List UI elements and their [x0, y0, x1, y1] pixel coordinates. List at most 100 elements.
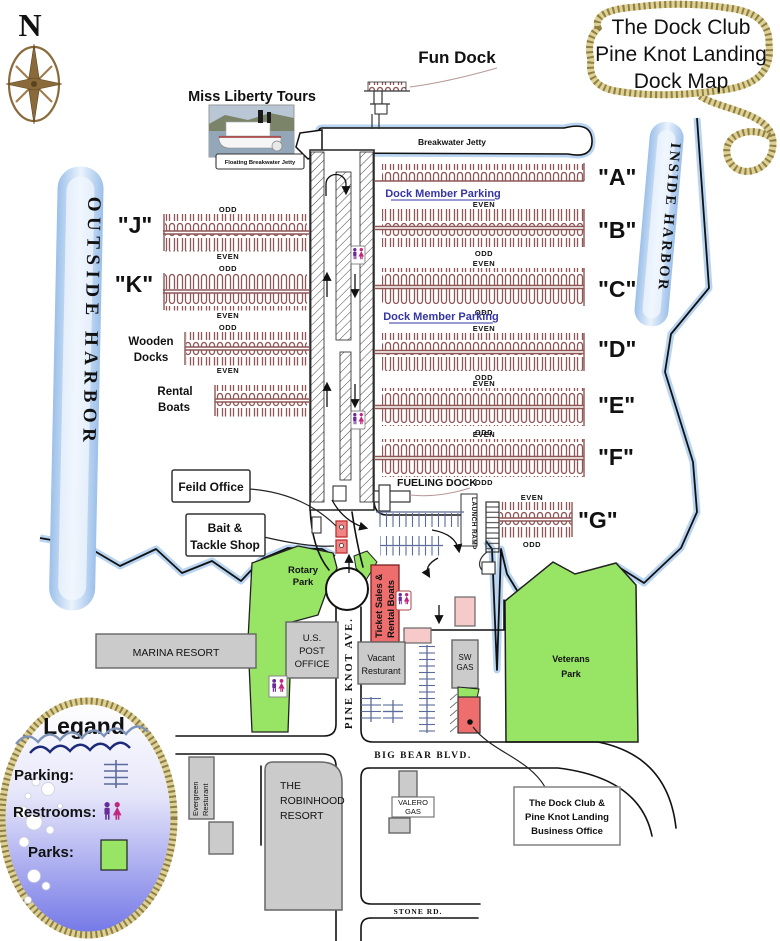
dock-g-even: EVEN	[521, 493, 543, 502]
legend-parks-label: Parks:	[28, 844, 74, 861]
sw-gas-label: SW	[459, 653, 472, 662]
pine-knot-ave-label: PINE KNOT AVE.	[344, 617, 355, 729]
dock-g-odd: ODD	[523, 540, 541, 549]
dock-b-label: "B"	[598, 217, 636, 243]
robinhood-label2: ROBINHOOD	[280, 795, 345, 807]
dock-b-odd: ODD	[475, 249, 493, 258]
pink-building-1	[454, 596, 476, 627]
parking-rows	[361, 511, 464, 733]
dock-f: EVEN ODD "F"	[374, 430, 634, 487]
fueling-dock-label: FUELING DOCK	[397, 477, 477, 489]
dock-e-odd: ODD	[475, 428, 493, 437]
dock-g: EVEN ODD "G"	[499, 493, 618, 549]
map-title-line1: The Dock Club	[612, 16, 751, 39]
field-office-callout: Feild Office	[171, 469, 251, 503]
ticket-sales-label: Ticket Sales &	[374, 574, 385, 638]
dock-k-odd: ODD	[219, 264, 237, 273]
pier-buildings	[335, 520, 348, 554]
dock-j-even: EVEN	[217, 252, 239, 261]
sw-gas-label2: GAS	[457, 663, 474, 672]
wooden-docks-label2: Docks	[134, 352, 169, 364]
veterans-park: Veterans Park	[504, 561, 639, 743]
compass-rose-icon: N	[5, 7, 63, 125]
member-parking-1: Dock Member Parking	[385, 188, 501, 200]
main-pier	[309, 149, 375, 534]
business-office-label2: Pine Knot Landing	[525, 812, 609, 823]
dock-b-even: EVEN	[473, 200, 495, 209]
rotary-park-label2: Park	[293, 577, 314, 588]
dock-b: EVEN ODD "B"	[374, 200, 636, 258]
dock-j-label: "J"	[118, 212, 153, 238]
outside-harbor-band: OUTSIDE HARBOR	[49, 166, 104, 611]
bait-tackle-label: Bait &	[208, 521, 243, 535]
vacant-restaurant: Vacant Resturant	[357, 641, 406, 685]
map-title-line3: Dock Map	[634, 70, 729, 93]
title-panel: The Dock Club Pine Knot Landing Dock Map	[586, 0, 773, 99]
dock-g-label: "G"	[578, 507, 618, 533]
business-office-building	[449, 686, 481, 734]
dock-k-even: EVEN	[217, 311, 239, 320]
launch-ramp: LAUNCH RAMP	[460, 493, 500, 575]
valero-gas: VALERO GAS	[388, 770, 435, 834]
breakwater-jetty-label: Breakwater Jetty	[418, 137, 486, 147]
robinhood-label3: RESORT	[280, 810, 324, 822]
launch-ramp-label: LAUNCH RAMP	[470, 497, 477, 550]
lot-arrow-2	[421, 557, 439, 578]
business-office-callout: The Dock Club & Pine Knot Landing Busine…	[513, 786, 621, 846]
legend-parking-icon	[104, 760, 128, 788]
dock-d-even: EVEN	[473, 324, 495, 333]
legend-restrooms-label: Restrooms:	[13, 804, 96, 821]
dock-c-label: "C"	[598, 276, 636, 302]
wooden-odd: ODD	[219, 323, 237, 332]
dock-d: EVEN ODD "D"	[374, 324, 636, 382]
wooden-docks-label: Wooden	[128, 336, 173, 348]
dock-f-odd: ODD	[475, 478, 493, 487]
business-office-leader	[472, 726, 546, 788]
pier-restroom-icon-1	[350, 245, 366, 265]
wooden-even: EVEN	[217, 366, 239, 375]
robinhood-resort: THE ROBINHOOD RESORT	[264, 761, 345, 911]
post-office-label: U.S.	[303, 633, 321, 644]
veterans-park-label: Veterans	[552, 654, 590, 664]
ticket-restroom-icon	[395, 590, 412, 611]
pier-restroom-icon-2	[350, 410, 366, 430]
dock-e: EVEN ODD "E"	[374, 379, 635, 437]
wooden-docks: ODD EVEN Wooden Docks	[128, 323, 310, 375]
valero-label2: GAS	[405, 807, 421, 816]
floating-jetty-tag: Floating Breakwater Jetty	[215, 153, 305, 170]
business-office-dot	[467, 719, 473, 725]
bait-tackle-leader	[263, 536, 335, 547]
roundabout	[325, 567, 369, 611]
bait-tackle-callout: Bait & Tackle Shop	[185, 513, 266, 557]
legend-park-swatch	[100, 839, 128, 871]
dock-c-odd: ODD	[475, 308, 493, 317]
dock-a: "A"	[374, 163, 636, 190]
marina-resort-label: MARINA RESORT	[133, 647, 220, 659]
stone-rd-label: STONE RD.	[394, 907, 443, 916]
post-office: U.S. POST OFFICE	[285, 621, 339, 679]
fueling-dock-leader	[409, 487, 471, 497]
dock-k: ODD EVEN "K"	[115, 264, 310, 320]
rental-boats-label2: Boats	[158, 402, 190, 414]
post-office-label3: OFFICE	[295, 659, 330, 670]
dock-c-even: EVEN	[473, 259, 495, 268]
dock-e-even: EVEN	[473, 379, 495, 388]
evergreen-label: Evergreen	[191, 781, 200, 816]
veterans-park-label2: Park	[561, 669, 582, 679]
rental-boats-label: Rental	[157, 386, 192, 398]
evergreen-label2: Resturant	[201, 783, 210, 816]
miss-liberty-photo	[208, 104, 295, 158]
vacant-label2: Resturant	[361, 666, 401, 676]
dock-f-even: EVEN	[473, 430, 495, 439]
fun-dock-label: Fun Dock	[418, 48, 496, 67]
park-restroom-icon	[268, 675, 288, 698]
valero-label: VALERO	[398, 798, 428, 807]
ticket-sales-building: Ticket Sales & Rental Boats	[370, 564, 400, 643]
small-building-2	[388, 817, 411, 834]
big-bear-blvd-label: BIG BEAR BLVD.	[374, 751, 471, 761]
lot-arrow-1	[431, 529, 463, 554]
dock-j-odd: ODD	[219, 205, 237, 214]
dock-a-label: "A"	[598, 164, 636, 190]
